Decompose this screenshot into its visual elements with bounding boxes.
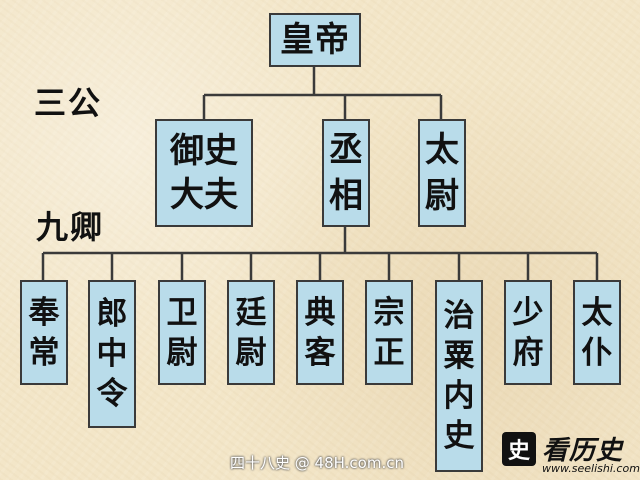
box-fengchang-label: 奉常 [28,294,60,371]
logo-url: www.seelishi.com [542,462,640,475]
box-emperor-label: 皇帝 [280,20,350,60]
box-taiwei-label: 太尉 [425,130,459,216]
box-yushi-dafu: 御史大夫 [155,119,253,227]
watermark-logo: 史 看历史 www.seelishi.com [498,428,640,480]
box-weiwei-label: 卫尉 [166,294,198,371]
box-langzhongling-label: 郎中令 [96,296,128,412]
box-chengxiang-label: 丞相 [329,130,363,216]
rank-label-jiuqing: 九卿 [36,208,105,246]
box-taipu-label: 太仆 [581,294,613,371]
box-tingwei: 廷尉 [227,280,275,385]
box-fengchang: 奉常 [20,280,68,385]
box-chengxiang: 丞相 [322,119,370,227]
box-zhisu-neishi-label: 治粟内史 [443,298,475,454]
box-taiwei: 太尉 [418,119,466,227]
box-dianke-label: 典客 [304,294,336,371]
box-shaofu: 少府 [504,280,552,385]
box-weiwei: 卫尉 [158,280,206,385]
box-langzhongling: 郎中令 [88,280,136,428]
rank-label-sangong: 三公 [34,84,103,122]
box-zongzheng-label: 宗正 [373,294,405,371]
logo-title: 看历史 [542,436,624,466]
box-shaofu-label: 少府 [512,294,544,371]
box-zhisu-neishi: 治粟内史 [435,280,483,472]
box-taipu: 太仆 [573,280,621,385]
box-emperor: 皇帝 [269,13,361,67]
box-dianke: 典客 [296,280,344,385]
box-yushi-dafu-label: 御史大夫 [170,131,238,215]
logo-mark-icon: 史 [502,432,536,466]
watermark-credit: 四十八史 @ 48H.com.cn [230,454,404,472]
box-zongzheng: 宗正 [365,280,413,385]
box-tingwei-label: 廷尉 [235,294,267,371]
